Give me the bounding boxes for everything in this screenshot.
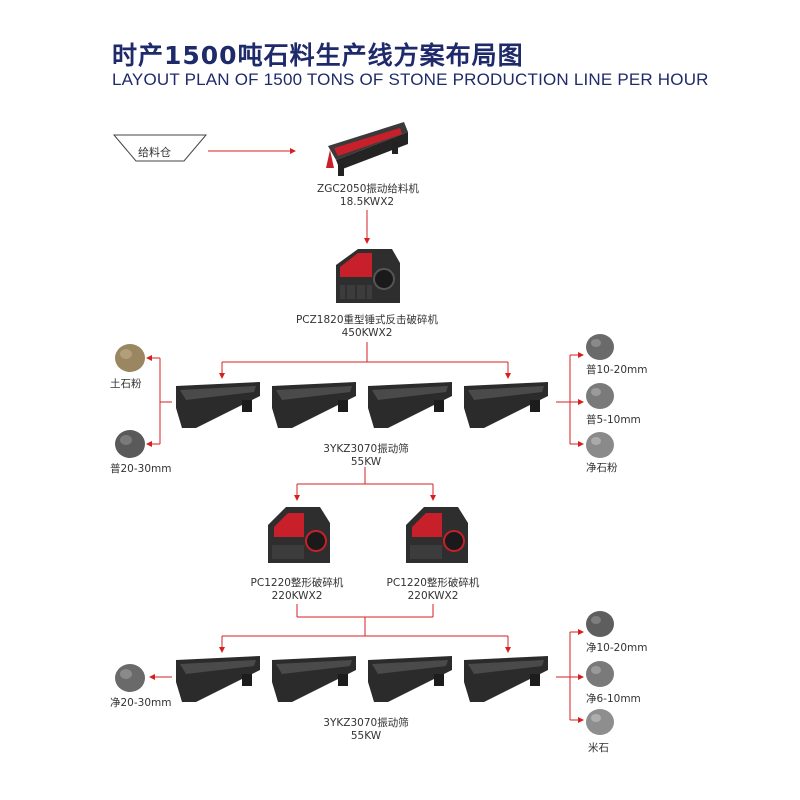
aggregate-pile-icon: [115, 344, 145, 372]
aggregate-pile-icon: [115, 430, 145, 458]
product-label: 普20-30mm: [110, 463, 172, 475]
vibrating-screen-icon: [464, 382, 548, 428]
vibrating-screen-icon: [368, 382, 452, 428]
product-label: 土石粉: [110, 378, 142, 390]
aggregate-pile-icon: [586, 383, 614, 409]
shaping-crusher-left-icon: [268, 507, 330, 563]
vibrating-screen-icon: [176, 382, 260, 428]
aggregate-pile-icon: [586, 709, 614, 735]
vibrating-screen-icon: [464, 656, 548, 702]
feeder-power-label: 18.5KWX2: [339, 196, 395, 208]
vibrating-screen-icon: [176, 656, 260, 702]
shaping-crusher-left-model-label: PC1220整形破碎机: [250, 577, 344, 589]
vibrating-screen-row-1: [176, 382, 548, 428]
aggregate-pile-icon: [586, 432, 614, 458]
impact-crusher-model-label: PCZ1820重型锤式反击破碎机: [295, 314, 439, 326]
vibrating-screen-icon: [368, 656, 452, 702]
aggregate-pile-icon: [586, 334, 614, 360]
shaping-crusher-right-power-label: 220KWX2: [407, 590, 459, 602]
product-label: 净20-30mm: [110, 697, 172, 709]
product-label: 米石: [588, 742, 609, 754]
vibrating-screen-icon: [272, 382, 356, 428]
impact-crusher-power-label: 450KWX2: [341, 327, 393, 339]
screen-2-model-label: 3YKZ3070振动筛: [323, 717, 409, 729]
impact-crusher-icon: [336, 249, 400, 303]
product-label: 净6-10mm: [586, 693, 641, 705]
vibrating-screen-row-2: [176, 656, 548, 702]
screen-1-model-label: 3YKZ3070振动筛: [323, 443, 409, 455]
screen-2-power-label: 55KW: [350, 730, 382, 742]
page-subtitle: LAYOUT PLAN OF 1500 TONS OF STONE PRODUC…: [112, 70, 709, 89]
feeder-model-label: ZGC2050振动给料机: [317, 183, 419, 195]
vibrating-feeder-icon: [326, 122, 408, 176]
feed-bin-icon: [112, 134, 208, 162]
page-title: 时产1500吨石料生产线方案布局图: [112, 41, 524, 70]
feed-bin-label: 给料仓: [138, 146, 171, 159]
product-label: 普5-10mm: [586, 414, 641, 426]
screen-1-power-label: 55KW: [350, 456, 382, 468]
product-label: 普10-20mm: [586, 364, 648, 376]
aggregate-pile-icon: [115, 664, 145, 692]
vibrating-screen-icon: [272, 656, 356, 702]
shaping-crusher-left-power-label: 220KWX2: [271, 590, 323, 602]
product-label: 净石粉: [586, 462, 618, 474]
aggregate-pile-icon: [586, 611, 614, 637]
shaping-crusher-right-icon: [406, 507, 468, 563]
aggregate-pile-icon: [586, 661, 614, 687]
product-label: 净10-20mm: [586, 642, 648, 654]
shaping-crusher-right-model-label: PC1220整形破碎机: [386, 577, 480, 589]
